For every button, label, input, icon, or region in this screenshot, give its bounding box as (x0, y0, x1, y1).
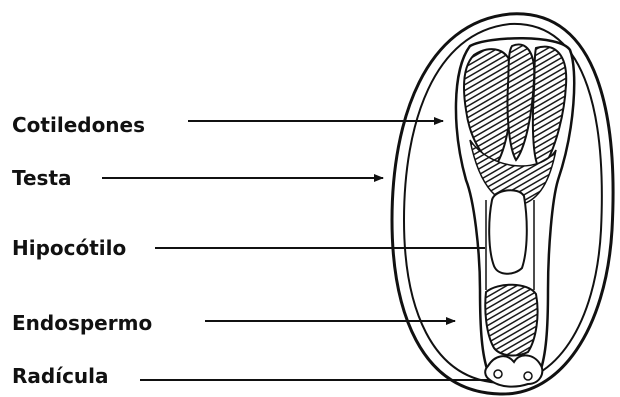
radicle-tissue (485, 285, 537, 356)
hypocotyl-channel (489, 190, 527, 274)
